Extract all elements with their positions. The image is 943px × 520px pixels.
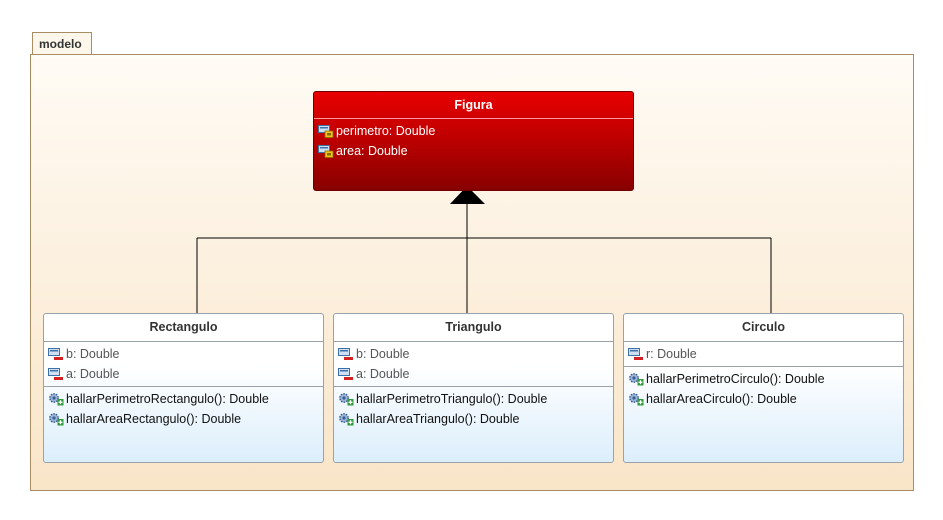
private-field-icon [48,368,63,380]
protected-field-icon [318,125,334,138]
attribute-row[interactable]: b: Double [48,344,323,364]
public-method-gear-icon [49,413,64,426]
operation-text: hallarPerimetroRectangulo(): Double [66,392,269,406]
operation-row[interactable]: hallarAreaTriangulo(): Double [338,409,613,429]
operations-compartment: hallarPerimetroTriangulo(): Double halla… [334,387,613,431]
attribute-text: a: Double [66,367,120,381]
class-circulo[interactable]: Circulo r: Double hallarPerimetroCirculo… [623,313,904,463]
attributes-compartment: b: Double a: Double [334,342,613,387]
attributes-compartment: perimetro: Double area: Double [314,119,633,161]
operations-compartment: hallarPerimetroRectangulo(): Double hall… [44,387,323,431]
operation-row[interactable]: hallarPerimetroRectangulo(): Double [48,389,323,409]
public-method-gear-icon [629,373,644,386]
operation-text: hallarAreaTriangulo(): Double [356,412,520,426]
attribute-text: r: Double [646,347,697,361]
package-tab[interactable]: modelo [32,32,92,54]
attribute-text: b: Double [356,347,410,361]
public-method-gear-icon [629,393,644,406]
private-field-icon [338,348,353,360]
attributes-compartment: r: Double [624,342,903,367]
public-method-gear-icon [339,413,354,426]
operation-row[interactable]: hallarAreaRectangulo(): Double [48,409,323,429]
attribute-row[interactable]: a: Double [48,364,323,384]
attribute-text: perimetro: Double [336,124,436,138]
protected-field-icon [318,145,334,158]
class-name: Circulo [624,314,903,342]
attributes-compartment: b: Double a: Double [44,342,323,387]
operation-row[interactable]: hallarPerimetroTriangulo(): Double [338,389,613,409]
operations-compartment: hallarPerimetroCirculo(): Double hallarA… [624,367,903,411]
operation-text: hallarPerimetroCirculo(): Double [646,372,825,386]
attribute-text: b: Double [66,347,120,361]
class-name: Figura [314,92,633,119]
private-field-icon [48,348,63,360]
private-field-icon [628,348,643,360]
class-triangulo[interactable]: Triangulo b: Double a: Double [333,313,614,463]
public-method-gear-icon [339,393,354,406]
class-rectangulo[interactable]: Rectangulo b: Double a: Double [43,313,324,463]
operation-text: hallarPerimetroTriangulo(): Double [356,392,548,406]
class-name: Rectangulo [44,314,323,342]
class-name: Triangulo [334,314,613,342]
class-figura[interactable]: Figura perimetro: Double area: Double [313,91,634,191]
attribute-text: a: Double [356,367,410,381]
operation-row[interactable]: hallarPerimetroCirculo(): Double [628,369,903,389]
attribute-text: area: Double [336,144,408,158]
operation-text: hallarAreaRectangulo(): Double [66,412,242,426]
public-method-gear-icon [49,393,64,406]
attribute-row[interactable]: area: Double [318,141,633,161]
attribute-row[interactable]: r: Double [628,344,903,364]
attribute-row[interactable]: perimetro: Double [318,121,633,141]
attribute-row[interactable]: a: Double [338,364,613,384]
package-name: modelo [39,37,82,51]
operation-row[interactable]: hallarAreaCirculo(): Double [628,389,903,409]
attribute-row[interactable]: b: Double [338,344,613,364]
inheritance-arrowhead-icon [450,186,485,204]
operation-text: hallarAreaCirculo(): Double [646,392,797,406]
private-field-icon [338,368,353,380]
